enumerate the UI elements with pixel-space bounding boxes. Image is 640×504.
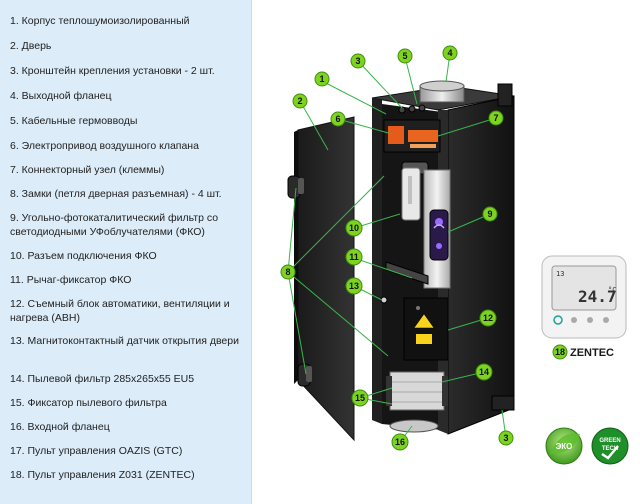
actuator bbox=[388, 126, 404, 144]
mount-bracket-top bbox=[497, 83, 513, 107]
lcd-small-readout: 13 bbox=[556, 270, 564, 278]
legend-item-17: 17. Пульт управления OAZIS (GTC) bbox=[10, 445, 183, 457]
check-icon bbox=[601, 445, 619, 460]
marker-6: 6 bbox=[330, 111, 346, 127]
input-flange bbox=[389, 419, 439, 433]
svg-text:GREEN: GREEN bbox=[599, 438, 620, 444]
upper-compartment bbox=[383, 119, 441, 153]
svg-text:15: 15 bbox=[355, 393, 365, 403]
svg-text:4: 4 bbox=[447, 48, 452, 58]
svg-text:16: 16 bbox=[395, 437, 405, 447]
legend-item-2: 2. Дверь bbox=[10, 40, 52, 52]
svg-text:11: 11 bbox=[349, 252, 359, 262]
legend-item-3: 3. Кронштейн крепления установки - 2 шт. bbox=[10, 65, 215, 77]
svg-text:3: 3 bbox=[503, 433, 508, 443]
legend-item-6: 6. Электропривод воздушного клапана bbox=[10, 140, 199, 152]
lcd-unit: °C bbox=[608, 286, 616, 294]
marker-3-top: 3 bbox=[350, 53, 366, 69]
power-icon bbox=[553, 315, 563, 325]
legend-panel: 1. Корпус теплошумоизолированный 2. Двер… bbox=[0, 0, 252, 504]
marker-11: 11 bbox=[345, 248, 363, 266]
dust-filter bbox=[386, 371, 448, 411]
marker-13: 13 bbox=[345, 277, 363, 295]
eco-badge: ЭКО bbox=[545, 427, 583, 465]
cabinet-diagram: 1 2 3 4 5 6 7 8 9 10 11 12 13 14 15 16 3… bbox=[280, 45, 629, 465]
svg-text:12: 12 bbox=[483, 313, 493, 323]
fko-lever bbox=[385, 261, 429, 285]
automation-block bbox=[403, 297, 449, 361]
marker-7: 7 bbox=[488, 110, 504, 126]
legend-item-10: 10. Разъем подключения ФКО bbox=[10, 250, 157, 262]
svg-text:7: 7 bbox=[493, 113, 498, 123]
output-flange bbox=[419, 80, 465, 103]
legend-item-16: 16. Входной фланец bbox=[10, 421, 110, 433]
marker-5: 5 bbox=[397, 48, 413, 64]
marker-9: 9 bbox=[482, 206, 498, 222]
markers: 1 2 3 4 5 6 7 8 9 10 11 12 13 14 15 16 3 bbox=[280, 45, 514, 451]
svg-text:13: 13 bbox=[349, 281, 359, 291]
marker-2: 2 bbox=[292, 93, 308, 109]
svg-text:18: 18 bbox=[555, 347, 565, 357]
door bbox=[287, 116, 355, 442]
legend-item-4: 4. Выходной фланец bbox=[10, 90, 112, 102]
legend-item-9: 9. Угольно-фотокаталитический фильтр со … bbox=[10, 212, 219, 238]
zentec-label: ZENTEC bbox=[570, 347, 614, 359]
green-tech-badge: GREEN TECH bbox=[591, 427, 629, 465]
legend-item-8: 8. Замки (петля дверная разъемная) - 4 ш… bbox=[10, 188, 222, 200]
uv-filter bbox=[401, 161, 451, 289]
marker-18: 18 bbox=[552, 344, 568, 360]
lcd-screen bbox=[551, 265, 617, 311]
legend-item-12: 12. Съемный блок автоматики, вентиляции … bbox=[10, 298, 230, 324]
marker-15: 15 bbox=[351, 389, 369, 407]
legend-item-1: 1. Корпус теплошумоизолированный bbox=[10, 15, 190, 27]
controller-button bbox=[587, 317, 593, 323]
svg-text:14: 14 bbox=[479, 367, 489, 377]
svg-text:8: 8 bbox=[285, 267, 290, 277]
legend-item-14: 14. Пылевой фильтр 285х265х55 EU5 bbox=[10, 373, 195, 385]
marker-8: 8 bbox=[280, 264, 296, 280]
legend-item-15: 15. Фиксатор пылевого фильтра bbox=[10, 397, 167, 409]
controller-button bbox=[571, 317, 577, 323]
svg-text:1: 1 bbox=[319, 74, 324, 84]
lcd-temperature: 24.7 bbox=[578, 287, 617, 306]
legend-item-13: 13. Магнитоконтактный датчик открытия дв… bbox=[10, 335, 239, 347]
svg-text:3: 3 bbox=[355, 56, 360, 66]
svg-text:10: 10 bbox=[349, 223, 359, 233]
legend-item-18: 18. Пульт управления Z031 (ZENTEC) bbox=[10, 469, 195, 481]
marker-12: 12 bbox=[479, 309, 497, 327]
cable-glands bbox=[398, 104, 426, 114]
svg-text:6: 6 bbox=[335, 114, 340, 124]
marker-14: 14 bbox=[475, 363, 493, 381]
leaf-icon bbox=[550, 433, 580, 454]
svg-text:5: 5 bbox=[402, 51, 407, 61]
unit-illustration: 1 2 3 4 5 6 7 8 9 10 11 12 13 14 15 16 3… bbox=[252, 0, 640, 504]
svg-text:9: 9 bbox=[487, 209, 492, 219]
marker-3-bottom: 3 bbox=[498, 430, 514, 446]
legend-item-11: 11. Рычаг-фиксатор ФКО bbox=[10, 274, 132, 286]
legend-item-5: 5. Кабельные гермовводы bbox=[10, 115, 138, 127]
svg-text:TECH: TECH bbox=[602, 446, 618, 452]
controller-button bbox=[603, 317, 609, 323]
marker-10: 10 bbox=[345, 219, 363, 237]
zentec-controller: 13 24.7 °C bbox=[541, 255, 627, 339]
legend-item-7: 7. Коннекторный узел (клеммы) bbox=[10, 164, 165, 176]
warning-icon bbox=[413, 313, 435, 329]
svg-text:2: 2 bbox=[297, 96, 302, 106]
marker-16: 16 bbox=[391, 433, 409, 451]
marker-1: 1 bbox=[314, 71, 330, 87]
marker-4: 4 bbox=[442, 45, 458, 61]
mount-bracket-bottom bbox=[491, 395, 515, 411]
connector-block bbox=[408, 130, 438, 142]
svg-text:ЭКО: ЭКО bbox=[556, 442, 573, 451]
